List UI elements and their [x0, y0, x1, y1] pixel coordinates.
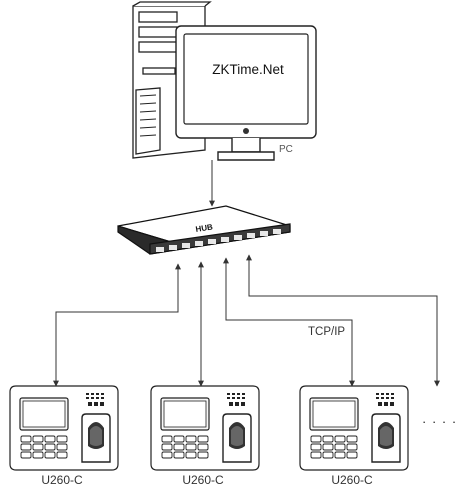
- hub-label: HUB: [195, 222, 214, 234]
- pc-monitor: [175, 25, 317, 161]
- device-label-3: U260-C: [331, 473, 373, 487]
- connection-line-3: [223, 257, 355, 387]
- device-u260c-2: [150, 385, 260, 471]
- tcp-ip-label: TCP/IP: [308, 326, 346, 338]
- more-devices-ellipsis: · · · ·: [422, 414, 458, 429]
- hub-device-connections: [53, 254, 440, 387]
- pc-label: PC: [279, 144, 293, 155]
- device-u260c-3: [299, 385, 409, 471]
- connection-line-4: [246, 254, 440, 387]
- connection-line-1: [53, 263, 181, 387]
- monitor-screen-text: ZKTime.Net: [212, 62, 284, 77]
- device-label-1: U260-C: [41, 473, 83, 487]
- hub: HUB: [117, 205, 291, 255]
- device-label-2: U260-C: [182, 473, 224, 487]
- device-u260c-1: [9, 385, 119, 471]
